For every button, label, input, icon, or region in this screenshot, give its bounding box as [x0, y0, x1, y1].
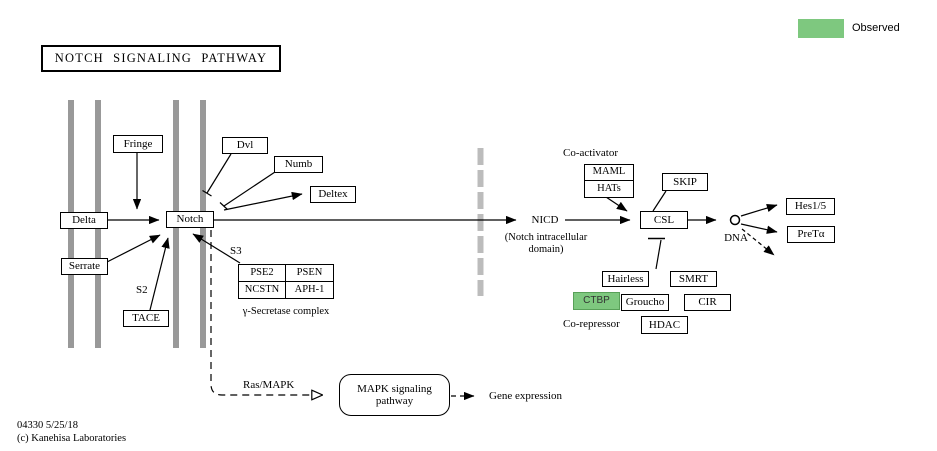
arrow-dna-preta — [740, 223, 778, 234]
arrow-serrate-notch — [106, 234, 161, 263]
gene-box-psen[interactable]: PSEN — [286, 265, 333, 282]
s2-cleavage-label: S2 — [136, 284, 148, 296]
legend-observed-swatch — [798, 19, 844, 38]
inhibit-hairless-csl — [655, 239, 662, 270]
gene-box-groucho[interactable]: Groucho — [621, 294, 669, 311]
inhibit-tick — [202, 189, 212, 197]
gene-box-skip[interactable]: SKIP — [662, 173, 708, 191]
gene-box-smrt[interactable]: SMRT — [670, 271, 717, 287]
coactivator-label: Co-activator — [563, 147, 618, 159]
nicd-caption-line1: (Notch intracellular — [504, 232, 588, 243]
arrow-tace-notch — [149, 237, 170, 311]
nicd-label: NICD — [531, 214, 559, 226]
gene-expression-label: Gene expression — [489, 390, 563, 402]
copyright: (c) Kanehisa Laboratories — [17, 433, 127, 444]
map-id-date: 04330 5/25/18 — [17, 420, 78, 431]
arrow-hats-csl — [605, 196, 628, 212]
legend-observed-label: Observed — [852, 22, 900, 34]
inhibit-dvl-notch — [206, 153, 232, 194]
gene-box-notch[interactable]: Notch — [166, 211, 214, 228]
gene-box-hats[interactable]: HATs — [597, 182, 621, 194]
gene-box-fringe[interactable]: Fringe — [113, 135, 163, 153]
gene-box-aph1[interactable]: APH-1 — [294, 283, 325, 295]
gene-box-deltex[interactable]: Deltex — [310, 186, 356, 203]
inhibit-tick — [219, 202, 228, 210]
gene-box-hairless[interactable]: Hairless — [602, 271, 649, 287]
gene-box-dvl[interactable]: Dvl — [222, 137, 268, 154]
gene-box-cir[interactable]: CIR — [684, 294, 731, 311]
mapk-pathway-line1: MAPK signaling — [357, 382, 432, 395]
pathway-title: NOTCH SIGNALING PATHWAY — [41, 45, 281, 72]
corepressor-label: Co-repressor — [563, 318, 620, 330]
coactivator-complex: MAML HATs — [584, 164, 634, 198]
nicd-caption: (Notch intracellular domain) — [494, 232, 598, 256]
gene-box-serrate[interactable]: Serrate — [61, 258, 108, 275]
gene-box-hes1-5[interactable]: Hes1/5 — [786, 198, 835, 215]
mapk-pathway-line2: pathway — [375, 394, 414, 407]
s3-cleavage-label: S3 — [230, 245, 242, 257]
ras-mapk-label: Ras/MAPK — [243, 379, 295, 391]
line-skip-csl — [652, 190, 667, 212]
gene-box-csl[interactable]: CSL — [640, 211, 688, 229]
dashed-notch-mapk — [210, 230, 322, 395]
arrow-notch-deltex — [223, 191, 303, 211]
arrow-secretase-notch — [192, 233, 241, 264]
gene-box-preta[interactable]: PreTα — [787, 226, 835, 243]
arrow-dna-hes — [740, 203, 778, 217]
gene-box-numb[interactable]: Numb — [274, 156, 323, 173]
gene-box-ctbp-observed[interactable]: CTBP — [573, 292, 620, 310]
mapk-pathway-box[interactable]: MAPK signaling pathway — [339, 374, 450, 416]
gene-box-ncstn[interactable]: NCSTN — [239, 281, 286, 298]
gene-box-pse2[interactable]: PSE2 — [239, 265, 286, 282]
dna-label: DNA — [724, 232, 748, 244]
gene-box-maml[interactable]: MAML — [585, 165, 633, 181]
gene-box-tace[interactable]: TACE — [123, 310, 169, 327]
gamma-secretase-caption: γ-Secretase complex — [242, 306, 330, 317]
gamma-secretase-complex: PSE2 PSEN NCSTN APH-1 — [238, 264, 334, 299]
inhibit-numb-notch — [223, 171, 276, 207]
nicd-caption-line2: domain) — [528, 244, 564, 256]
gene-box-delta[interactable]: Delta — [60, 212, 108, 229]
gene-box-hdac[interactable]: HDAC — [641, 316, 688, 334]
dna-site-circle — [729, 214, 741, 226]
